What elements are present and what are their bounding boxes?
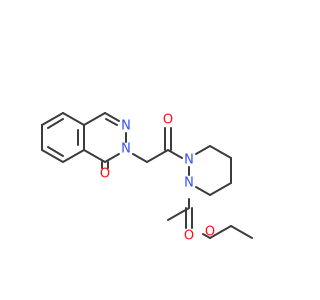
bond bbox=[146, 149, 169, 163]
piperazine-ring bbox=[188, 145, 232, 196]
bond bbox=[195, 186, 211, 196]
bond bbox=[132, 153, 148, 163]
atom-label-o: O bbox=[184, 229, 194, 244]
benzene-ring bbox=[41, 112, 85, 163]
double-bond-inner bbox=[47, 118, 64, 129]
atom-label-n: N bbox=[184, 176, 194, 191]
bond bbox=[209, 182, 232, 196]
bond bbox=[104, 112, 120, 122]
structure-svg: O N N O N N O O bbox=[41, 112, 253, 244]
atom-label-o: O bbox=[100, 167, 110, 182]
bond bbox=[41, 112, 64, 126]
atom-labels: O N N O N N O O bbox=[100, 113, 215, 244]
bond bbox=[230, 225, 253, 239]
pyridazinone-ring bbox=[83, 112, 127, 169]
bond bbox=[62, 112, 85, 126]
atom-label-n: N bbox=[184, 153, 194, 168]
atom-label-o: O bbox=[205, 225, 215, 240]
linker-chain bbox=[132, 127, 183, 163]
bond bbox=[195, 145, 211, 155]
atom-label-o: O bbox=[163, 113, 173, 128]
bond bbox=[41, 149, 64, 163]
bond bbox=[209, 145, 232, 159]
bond bbox=[83, 112, 106, 126]
double-bond-inner bbox=[105, 118, 118, 126]
carbamate-group bbox=[167, 198, 253, 239]
bond bbox=[202, 233, 211, 239]
bond bbox=[83, 149, 106, 163]
atom-label-n: N bbox=[121, 119, 131, 134]
bond bbox=[167, 149, 183, 159]
molecule-diagram: O N N O N N O O bbox=[41, 112, 253, 244]
atom-label-n: N bbox=[121, 142, 131, 157]
bond bbox=[62, 149, 85, 163]
bond bbox=[209, 225, 232, 239]
bond bbox=[104, 153, 120, 163]
double-bond-inner bbox=[47, 146, 64, 157]
